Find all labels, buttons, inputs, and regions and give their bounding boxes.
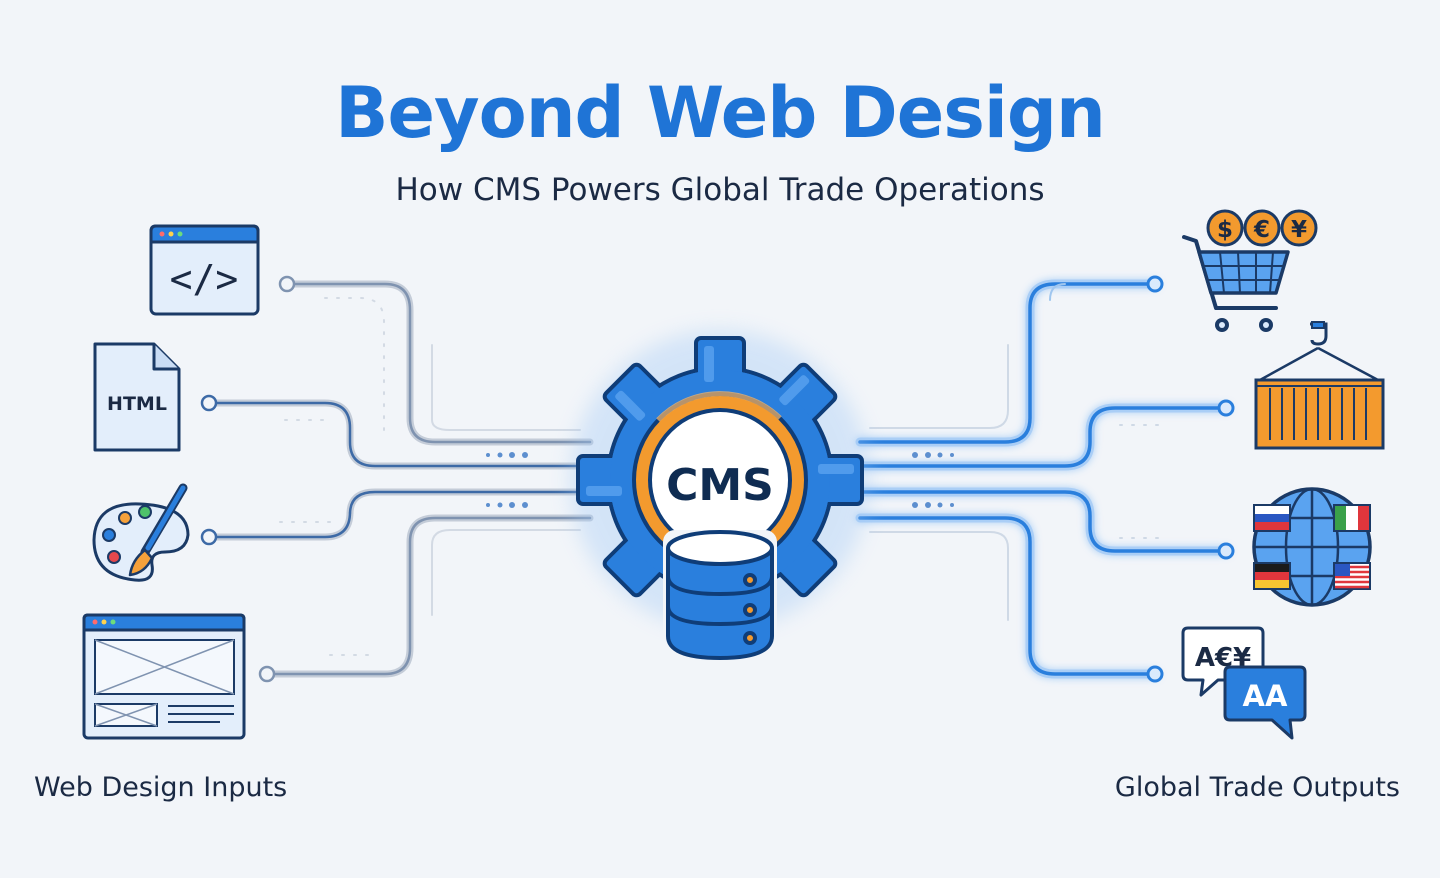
currency-yen: ¥ bbox=[1291, 217, 1307, 243]
page-title: Beyond Web Design bbox=[335, 72, 1106, 154]
shipping-container-icon bbox=[1254, 321, 1385, 450]
input-connectors bbox=[200, 275, 594, 683]
flag-icon bbox=[1333, 504, 1371, 532]
outputs-caption: Global Trade Outputs bbox=[1114, 772, 1400, 803]
cms-hub: CMS bbox=[570, 330, 870, 660]
page-subtitle: How CMS Powers Global Trade Operations bbox=[395, 172, 1045, 208]
flag-icon bbox=[1253, 504, 1291, 532]
globe-flags-icon bbox=[1252, 487, 1372, 607]
currency-euro: € bbox=[1253, 217, 1270, 243]
translation-target-label: AA bbox=[1243, 679, 1288, 713]
translation-bubbles-icon: A€¥ AA bbox=[1181, 626, 1307, 740]
code-window-icon: </> bbox=[149, 224, 260, 316]
currency-coins: $ € ¥ bbox=[1206, 209, 1318, 247]
shopping-cart-currency-icon: $ € ¥ bbox=[1182, 209, 1318, 332]
currency-dollar: $ bbox=[1217, 217, 1233, 243]
wireframe-layout-icon bbox=[82, 613, 246, 740]
database-icon bbox=[663, 530, 777, 660]
inputs-caption: Web Design Inputs bbox=[34, 772, 288, 803]
html-file-icon: HTML bbox=[93, 342, 181, 452]
cms-label: CMS bbox=[666, 460, 774, 511]
html-file-label: HTML bbox=[107, 393, 167, 415]
output-connectors bbox=[855, 275, 1235, 683]
paint-palette-icon bbox=[92, 483, 190, 582]
flag-icon bbox=[1333, 562, 1371, 590]
code-symbol: </> bbox=[170, 257, 239, 301]
flag-icon bbox=[1253, 562, 1291, 590]
